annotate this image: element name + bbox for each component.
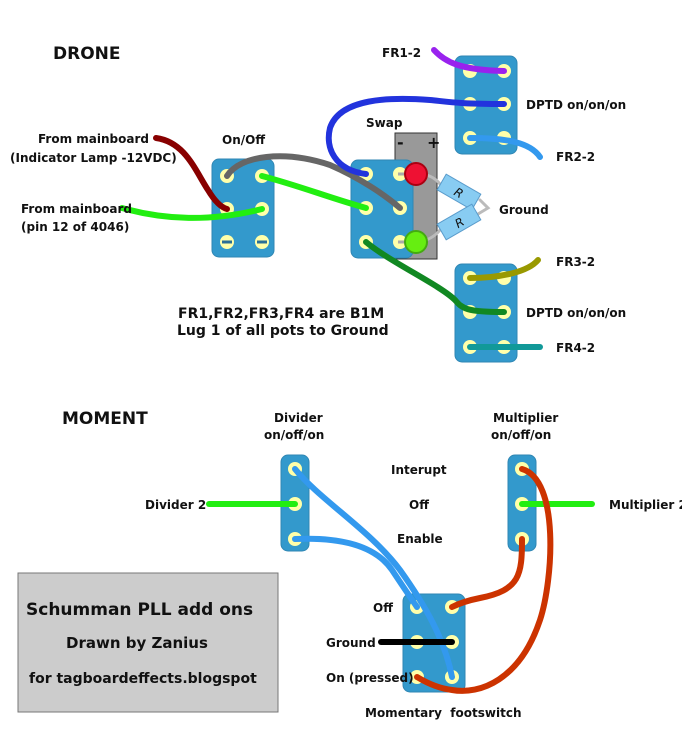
drone-section-title: DRONE — [53, 44, 121, 64]
minus-sign: - — [397, 133, 404, 152]
divider-input-label: Divider 2 — [145, 498, 206, 512]
drone-wires — [119, 47, 543, 350]
wire-gray — [224, 153, 403, 211]
fr3-label: FR3-2 — [556, 255, 595, 269]
fr2-label: FR2-2 — [556, 150, 595, 164]
red-led-icon — [404, 162, 428, 186]
divider-mode-label: on/off/on — [264, 428, 324, 442]
footswitch-ground-label: Ground — [326, 636, 376, 650]
wire-fr2 — [467, 135, 543, 160]
credits-author: Drawn by Zanius — [66, 634, 208, 652]
enable-label: Enable — [397, 532, 443, 546]
on-off-switch[interactable] — [211, 158, 275, 258]
resistor-top: R — [436, 173, 482, 211]
mainboard-lamp-label: From mainboard — [38, 132, 149, 146]
footswitch-off-label: Off — [373, 601, 393, 615]
moment-section-title: MOMENT — [62, 409, 148, 429]
multiplier-mode-label: on/off/on — [491, 428, 551, 442]
wire-green-onoff-swap — [259, 173, 369, 211]
green-led-icon — [404, 230, 428, 254]
plus-sign: + — [427, 133, 440, 152]
dptd-bottom-label: DPTD on/on/on — [526, 306, 626, 320]
ground-label: Ground — [499, 203, 549, 217]
interupt-label: Interupt — [391, 463, 447, 477]
footswitch-label: Momentary footswitch — [365, 706, 521, 720]
off-label: Off — [409, 498, 429, 512]
dptd-top-label: DPTD on/on/on — [526, 98, 626, 112]
wire-fr3 — [467, 257, 541, 281]
wire-rust-mult-low — [449, 536, 525, 610]
pot-value-note: FR1,FR2,FR3,FR4 are B1M — [178, 306, 384, 322]
divider-label: Divider — [274, 411, 323, 425]
fr4-label: FR4-2 — [556, 341, 595, 355]
moment-wires — [206, 466, 595, 694]
resistor-bottom: R — [436, 203, 482, 241]
indicator-lamp-label: (Indicator Lamp -12VDC) — [10, 151, 177, 165]
credits-site: for tagboardeffects.blogspot — [29, 671, 257, 687]
pot-ground-note: Lug 1 of all pots to Ground — [177, 323, 389, 339]
wire-divider-enable — [292, 535, 420, 610]
credits-title: Schumman PLL add ons — [26, 600, 253, 620]
swap-label: Swap — [366, 116, 403, 130]
footswitch-on-label: On (pressed) — [326, 671, 414, 685]
fr1-label: FR1-2 — [382, 46, 421, 60]
mainboard-pin-label: From mainboard — [21, 202, 132, 216]
on-off-label: On/Off — [222, 133, 265, 147]
wire-pin12 — [119, 205, 265, 221]
led-resistor-network: R R — [398, 162, 491, 254]
wire-indicator-lamp — [153, 135, 230, 212]
wire-rust-mult-top — [414, 466, 554, 694]
wire-green-swap-dptd — [363, 239, 507, 315]
pin12-label: (pin 12 of 4046) — [21, 220, 129, 234]
wire-purple-fr1 — [431, 47, 507, 74]
credits-box — [17, 572, 279, 713]
multiplier-input-label: Multiplier 2 — [609, 498, 682, 512]
wire-blue-swap-dptd — [325, 95, 507, 177]
multiplier-label: Multiplier — [493, 411, 558, 425]
